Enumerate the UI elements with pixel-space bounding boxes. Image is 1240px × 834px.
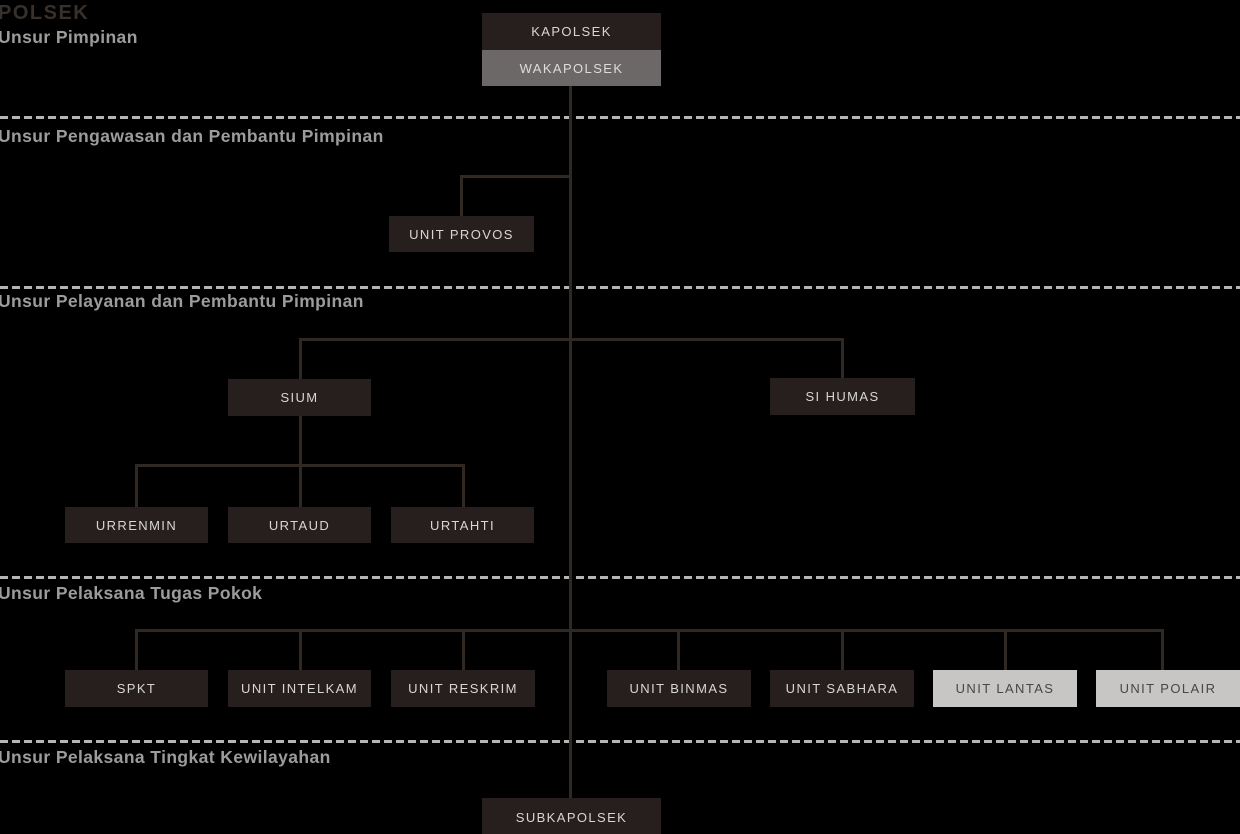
node-urrenmin: URRENMIN	[65, 507, 208, 543]
connector-urrenmin-v	[135, 464, 138, 507]
connector-pelayanan-h	[299, 338, 844, 341]
connector-intelkam-v	[299, 629, 302, 670]
section-heading-pimpinan: Unsur Pimpinan	[0, 27, 138, 47]
node-kapolsek: KAPOLSEK	[482, 13, 661, 50]
section-divider	[0, 116, 1240, 119]
node-urtaud: URTAUD	[228, 507, 371, 543]
connector-spkt-v	[135, 629, 138, 670]
node-unit-reskrim: UNIT RESKRIM	[391, 670, 535, 707]
section-divider	[0, 740, 1240, 743]
node-unit-provos: UNIT PROVOS	[389, 216, 534, 252]
section-divider	[0, 576, 1240, 579]
section-heading-pengawasan: Unsur Pengawasan dan Pembantu Pimpinan	[0, 126, 384, 146]
connector-lantas-v	[1004, 629, 1007, 670]
connector-sihumas-v	[841, 338, 844, 378]
node-spkt: SPKT	[65, 670, 208, 707]
connector-main-spine	[569, 86, 572, 798]
node-urtahti: URTAHTI	[391, 507, 534, 543]
node-unit-sabhara: UNIT SABHARA	[770, 670, 914, 707]
connector-urtaud-v	[299, 464, 302, 507]
connector-binmas-v	[677, 629, 680, 670]
section-heading-tugas-pokok: Unsur Pelaksana Tugas Pokok	[0, 583, 263, 603]
node-unit-lantas: UNIT LANTAS	[933, 670, 1077, 707]
node-wakapolsek: WAKAPOLSEK	[482, 50, 661, 86]
node-unit-intelkam: UNIT INTELKAM	[228, 670, 371, 707]
node-subkapolsek: SUBKAPOLSEK	[482, 798, 661, 834]
connector-sium-down	[299, 416, 302, 467]
connector-provos-h	[460, 175, 572, 178]
connector-provos-v	[460, 175, 463, 216]
node-sium: SIUM	[228, 379, 371, 416]
page-title: POLSEK	[0, 2, 90, 24]
section-heading-pelayanan: Unsur Pelayanan dan Pembantu Pimpinan	[0, 291, 364, 311]
connector-urtahti-v	[462, 464, 465, 507]
node-si-humas: SI HUMAS	[770, 378, 915, 415]
connector-tugas-pokok-h	[135, 629, 1164, 632]
section-divider	[0, 286, 1240, 289]
connector-polair-v	[1161, 629, 1164, 670]
connector-sium-v	[299, 338, 302, 379]
connector-sabhara-v	[841, 629, 844, 670]
connector-reskrim-v	[462, 629, 465, 670]
node-unit-polair: UNIT POLAIR	[1096, 670, 1240, 707]
node-unit-binmas: UNIT BINMAS	[607, 670, 751, 707]
section-heading-kewilayahan: Unsur Pelaksana Tingkat Kewilayahan	[0, 747, 331, 767]
